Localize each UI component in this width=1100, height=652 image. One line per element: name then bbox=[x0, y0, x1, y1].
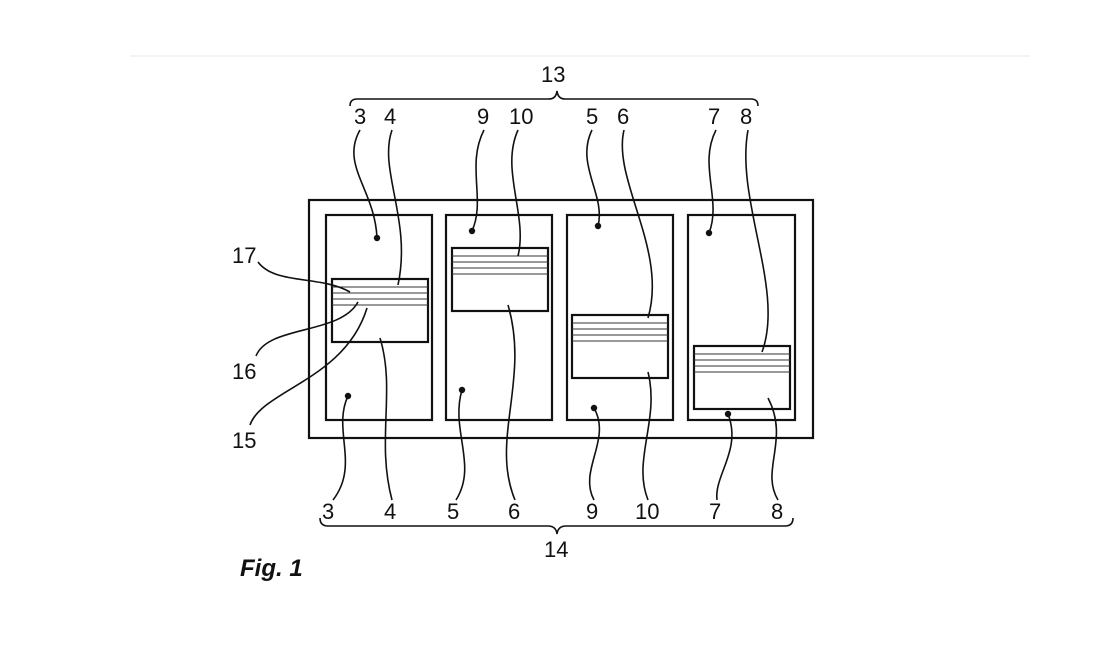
side-leader-lines bbox=[249, 261, 368, 426]
insert-3-layers bbox=[572, 322, 668, 342]
bottom-label-4: 4 bbox=[384, 499, 396, 524]
top-label-7: 7 bbox=[708, 104, 720, 129]
top-brace bbox=[349, 90, 759, 107]
insert-2 bbox=[450, 246, 550, 313]
bottom-label-7: 7 bbox=[709, 499, 721, 524]
figure-caption: Fig. 1 bbox=[240, 555, 303, 582]
bottom-label-8: 8 bbox=[771, 499, 783, 524]
bottom-label-5: 5 bbox=[447, 499, 459, 524]
top-label-8: 8 bbox=[740, 104, 752, 129]
top-leader-lines bbox=[353, 129, 769, 353]
outer-frame bbox=[307, 198, 815, 440]
side-label-17: 17 bbox=[232, 243, 256, 268]
insert-4-layers bbox=[694, 353, 790, 373]
bottom-label-3: 3 bbox=[322, 499, 334, 524]
bottom-leader-lines bbox=[332, 304, 779, 501]
compartment-1 bbox=[324, 213, 434, 422]
top-label-4: 4 bbox=[384, 104, 396, 129]
insert-1-layers bbox=[332, 286, 428, 306]
bottom-brace bbox=[319, 517, 794, 535]
bottom-label-10: 10 bbox=[635, 499, 659, 524]
bottom-label-6: 6 bbox=[508, 499, 520, 524]
compartment-2 bbox=[444, 213, 554, 422]
compartment-3 bbox=[565, 213, 675, 422]
bottom-brace-label: 14 bbox=[544, 537, 568, 562]
side-label-16: 16 bbox=[232, 359, 256, 384]
top-label-9: 9 bbox=[477, 104, 489, 129]
insert-1 bbox=[330, 277, 430, 344]
insert-4 bbox=[692, 344, 792, 411]
top-label-5: 5 bbox=[586, 104, 598, 129]
top-label-6: 6 bbox=[617, 104, 629, 129]
top-label-10: 10 bbox=[509, 104, 533, 129]
insert-2-layers bbox=[452, 255, 548, 275]
top-label-3: 3 bbox=[354, 104, 366, 129]
insert-3 bbox=[570, 313, 670, 380]
bottom-label-9: 9 bbox=[586, 499, 598, 524]
compartment-4 bbox=[686, 213, 797, 422]
side-label-15: 15 bbox=[232, 428, 256, 453]
top-brace-label: 13 bbox=[541, 62, 565, 87]
